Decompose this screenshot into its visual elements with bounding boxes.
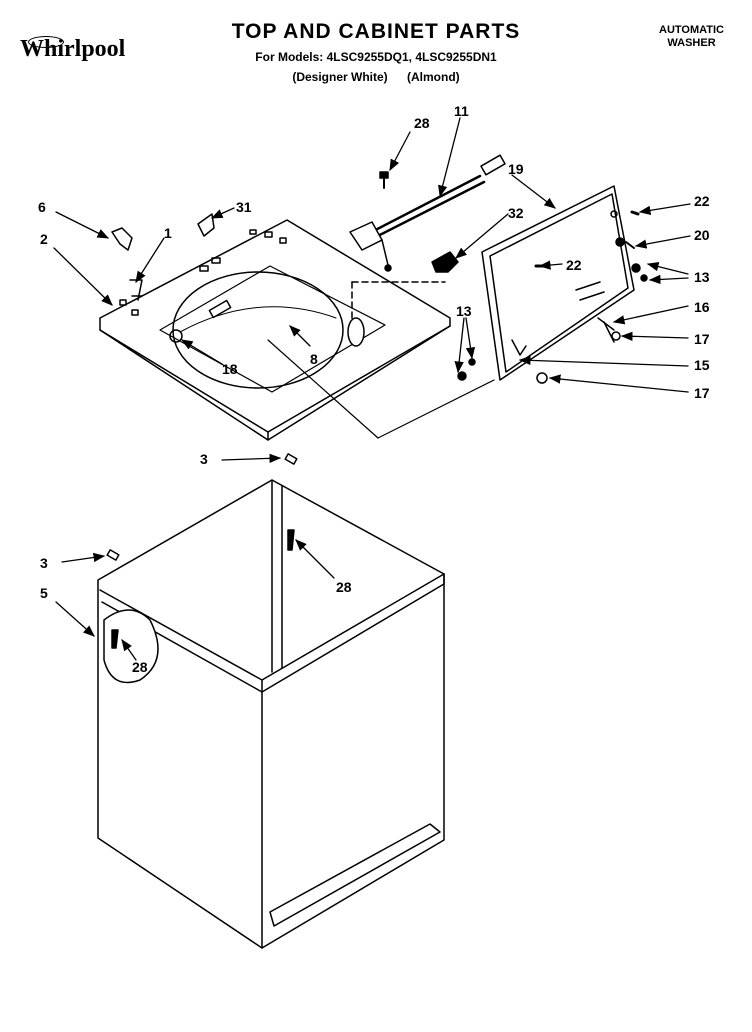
product-type-line2: WASHER	[667, 37, 716, 49]
callout-31: 31	[236, 199, 252, 215]
connector-2	[377, 379, 495, 439]
lid-hinge-clip	[111, 227, 133, 251]
lid-switch	[431, 251, 459, 273]
product-type: AUTOMATIC WASHER	[659, 24, 724, 50]
wire-harness	[349, 154, 506, 321]
callout-32: 32	[508, 205, 524, 221]
callout-17-lower: 17	[694, 385, 710, 401]
logo-oval	[28, 36, 64, 48]
bracket-31	[197, 213, 215, 237]
page-title: TOP AND CABINET PARTS	[231, 20, 521, 43]
callout-6: 6	[38, 199, 46, 215]
callout-labels: 28 11 19 6 31 1 2 32 22 20 22 13 16 13 1…	[38, 103, 710, 675]
callout-22-outer: 22	[694, 193, 710, 209]
callout-13-right: 13	[694, 269, 710, 285]
pin-22-outer	[630, 210, 640, 216]
models-line: For Models: 4LSC9255DQ1, 4LSC9255DN1	[255, 50, 497, 64]
callout-28-top: 28	[414, 115, 430, 131]
top-panel	[99, 219, 451, 441]
callout-3-upper: 3	[200, 451, 208, 467]
color-almond: (Almond)	[407, 70, 460, 84]
callout-5: 5	[40, 585, 48, 601]
callout-28-cabinet: 28	[336, 579, 352, 595]
callout-1: 1	[164, 225, 172, 241]
callout-20: 20	[694, 227, 710, 243]
lid-frame	[481, 185, 635, 381]
product-type-line1: AUTOMATIC	[659, 24, 724, 36]
callout-17-upper: 17	[694, 331, 710, 347]
callout-2: 2	[40, 231, 48, 247]
bumper-17-upper	[611, 331, 621, 341]
leader-lines	[53, 117, 691, 661]
cabinet-screws	[106, 453, 298, 649]
bumper-17-lower	[536, 372, 548, 384]
callout-15: 15	[694, 357, 710, 373]
callout-18: 18	[222, 361, 238, 377]
callout-28-inner: 28	[132, 659, 148, 675]
callout-11: 11	[454, 103, 469, 119]
brand-logo: Whirlpool	[20, 36, 126, 62]
screw-top	[379, 171, 389, 189]
callout-19: 19	[508, 161, 524, 177]
callout-13-left: 13	[456, 303, 472, 319]
callout-22-inner: 22	[566, 257, 582, 273]
hinge-20	[625, 241, 635, 249]
color-designer-white: (Designer White)	[292, 70, 388, 84]
cabinet	[97, 479, 445, 949]
callout-16: 16	[694, 299, 710, 315]
callout-3-lower: 3	[40, 555, 48, 571]
color-variants: (Designer White) (Almond)	[0, 70, 752, 84]
callout-8: 8	[310, 351, 318, 367]
dashed-connector-1	[267, 339, 379, 439]
